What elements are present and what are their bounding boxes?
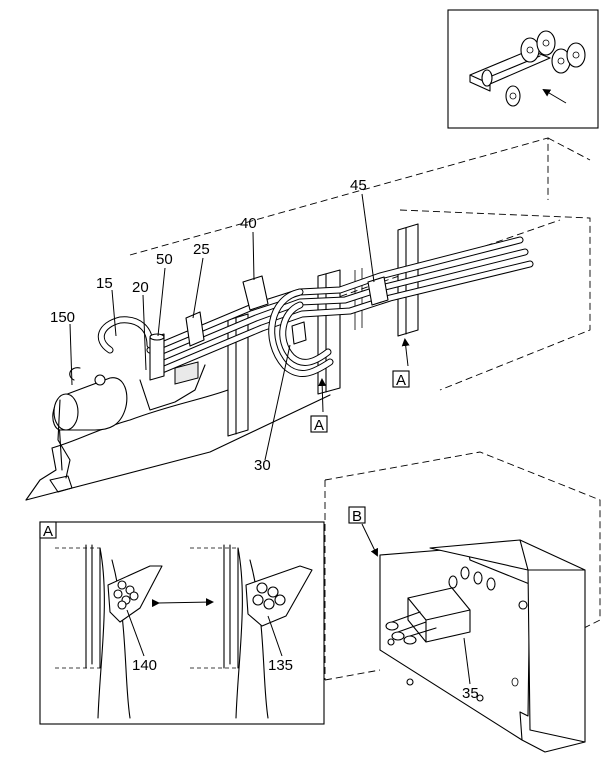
locator-inset	[447, 9, 599, 129]
post-50	[149, 333, 165, 381]
clamps	[149, 275, 389, 385]
detail-b-panel: B 35	[324, 451, 601, 753]
replaces-arrow-icon	[151, 598, 214, 608]
air-tank-150	[52, 367, 128, 479]
callout-20: 20	[132, 279, 149, 296]
truck-chassis-thumbnail	[469, 30, 586, 107]
clip-30	[291, 321, 307, 345]
view-marker-a-1: A	[396, 372, 406, 389]
grommet-35	[407, 587, 471, 643]
detail-a-panel: A 140	[39, 521, 325, 725]
view-a-markers: A A	[310, 338, 410, 434]
locator-arrow-icon	[542, 88, 567, 104]
callout-140: 140	[132, 657, 157, 674]
tube-bundle	[97, 236, 534, 378]
clamp-45	[367, 276, 389, 306]
grommet-140-view: 140	[55, 544, 163, 719]
view-marker-b: B	[352, 508, 362, 525]
grommet-135-view: 135	[190, 544, 313, 719]
callout-45: 45	[350, 177, 367, 194]
callout-50: 50	[156, 251, 173, 268]
clamp-40	[242, 275, 269, 311]
detail-a-label: A	[43, 523, 53, 540]
callout-15: 15	[96, 275, 113, 292]
callout-135: 135	[268, 657, 293, 674]
callout-25: 25	[193, 241, 210, 258]
view-marker-a-2: A	[314, 417, 324, 434]
main-callouts: 15 20 25 30 40 45 50 150	[50, 177, 375, 474]
callout-30: 30	[254, 457, 271, 474]
callout-150: 150	[50, 309, 75, 326]
frame-rail	[25, 137, 591, 501]
clamp-25	[185, 311, 205, 347]
callout-35: 35	[462, 685, 479, 702]
callout-40: 40	[240, 215, 257, 232]
